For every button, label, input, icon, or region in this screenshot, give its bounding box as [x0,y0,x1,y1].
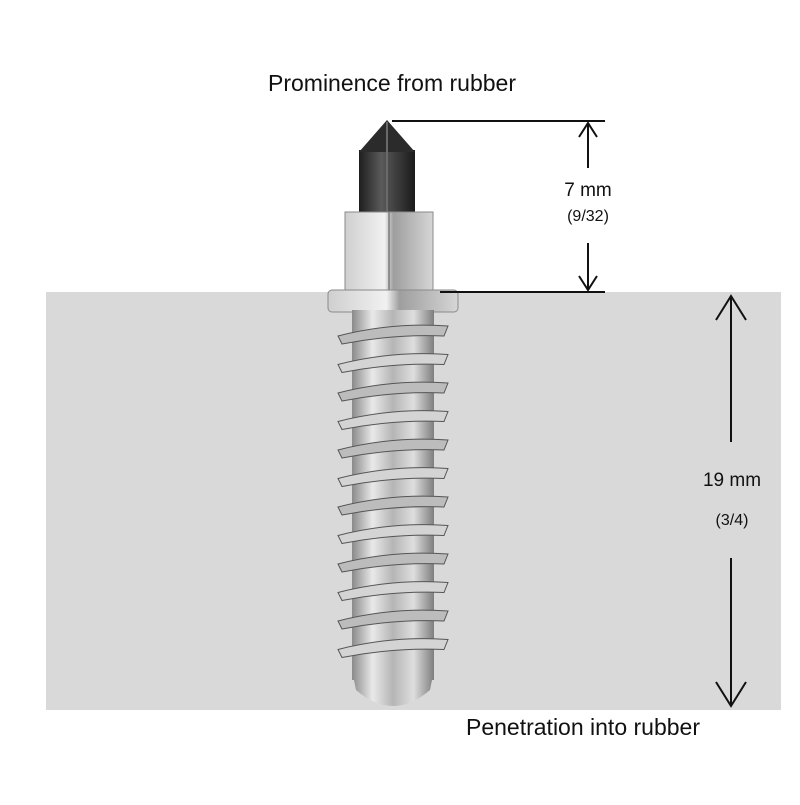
thread-ridge [337,410,449,431]
prominence-value: 7 mm [564,180,612,201]
prominence-title: Prominence from rubber [268,70,516,96]
carbide-tip [359,120,415,216]
thread-ridge [337,353,449,374]
penetration-value: 19 mm [702,470,762,491]
thread-ridge [337,438,449,459]
thread-ridge [337,495,449,516]
prominence-dimension [392,120,605,293]
penetration-dimension [715,294,747,708]
thread-ridge [337,552,449,573]
thread-ridge [337,467,449,488]
penetration-fraction: (3/4) [715,512,749,529]
penetration-title: Penetration into rubber [466,714,700,740]
thread-ridge [337,381,449,402]
thread-ridge [337,581,449,602]
stud-flange [327,289,459,313]
hex-collar [344,211,434,293]
thread-ridge [337,324,449,345]
screw-threads [337,324,449,659]
thread-ridge [337,609,449,630]
thread-ridge [337,524,449,545]
thread-ridge [337,638,449,659]
prominence-fraction: (9/32) [567,208,609,225]
